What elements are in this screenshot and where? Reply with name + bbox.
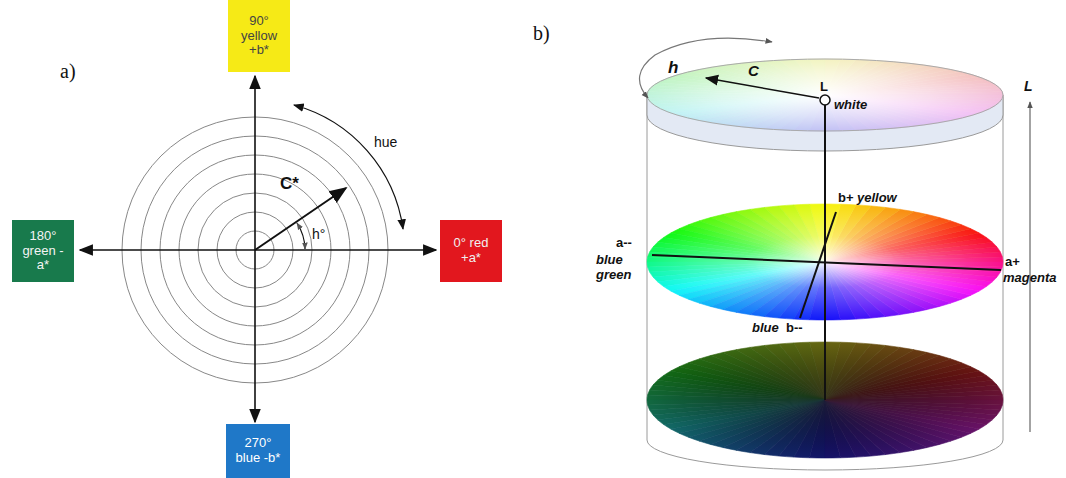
axis-label: C* bbox=[280, 174, 299, 194]
colour-box: 90° yellow +b* bbox=[228, 0, 290, 72]
axis-label: h bbox=[668, 58, 678, 78]
axis-label: h° bbox=[312, 226, 325, 242]
axis-label: blue bbox=[752, 321, 779, 336]
axis-label: L bbox=[820, 80, 828, 95]
axis-label: yellow bbox=[857, 191, 897, 206]
box-label: 0° red +a* bbox=[445, 236, 497, 266]
axis-label: white bbox=[834, 98, 867, 113]
box-label: 90° yellow +b* bbox=[233, 14, 285, 59]
axis-label: L bbox=[1024, 78, 1033, 94]
axis-label: b) bbox=[533, 22, 550, 45]
axis-label: a) bbox=[60, 60, 76, 83]
cylinder-axes bbox=[639, 38, 1030, 432]
colour-box: 0° red +a* bbox=[440, 220, 502, 282]
box-label: 270° blue -b* bbox=[232, 436, 284, 466]
axis-label: magenta bbox=[1003, 271, 1056, 286]
axes bbox=[80, 76, 436, 422]
axis-label: C bbox=[748, 62, 759, 79]
box-label: 180° green -a* bbox=[17, 229, 69, 274]
axis-label: hue bbox=[374, 134, 397, 150]
cylinder bbox=[647, 95, 1003, 470]
colour-box: 180° green -a* bbox=[12, 220, 74, 282]
axis-label: b-- bbox=[786, 321, 803, 336]
axis-label: a-- bbox=[616, 236, 632, 251]
axis-label: a+ bbox=[1005, 255, 1020, 270]
axis-label: blue green bbox=[596, 253, 642, 283]
colour-box: 270° blue -b* bbox=[226, 424, 290, 478]
colour-disks bbox=[647, 59, 1003, 458]
axis-label: b+ bbox=[838, 191, 854, 206]
